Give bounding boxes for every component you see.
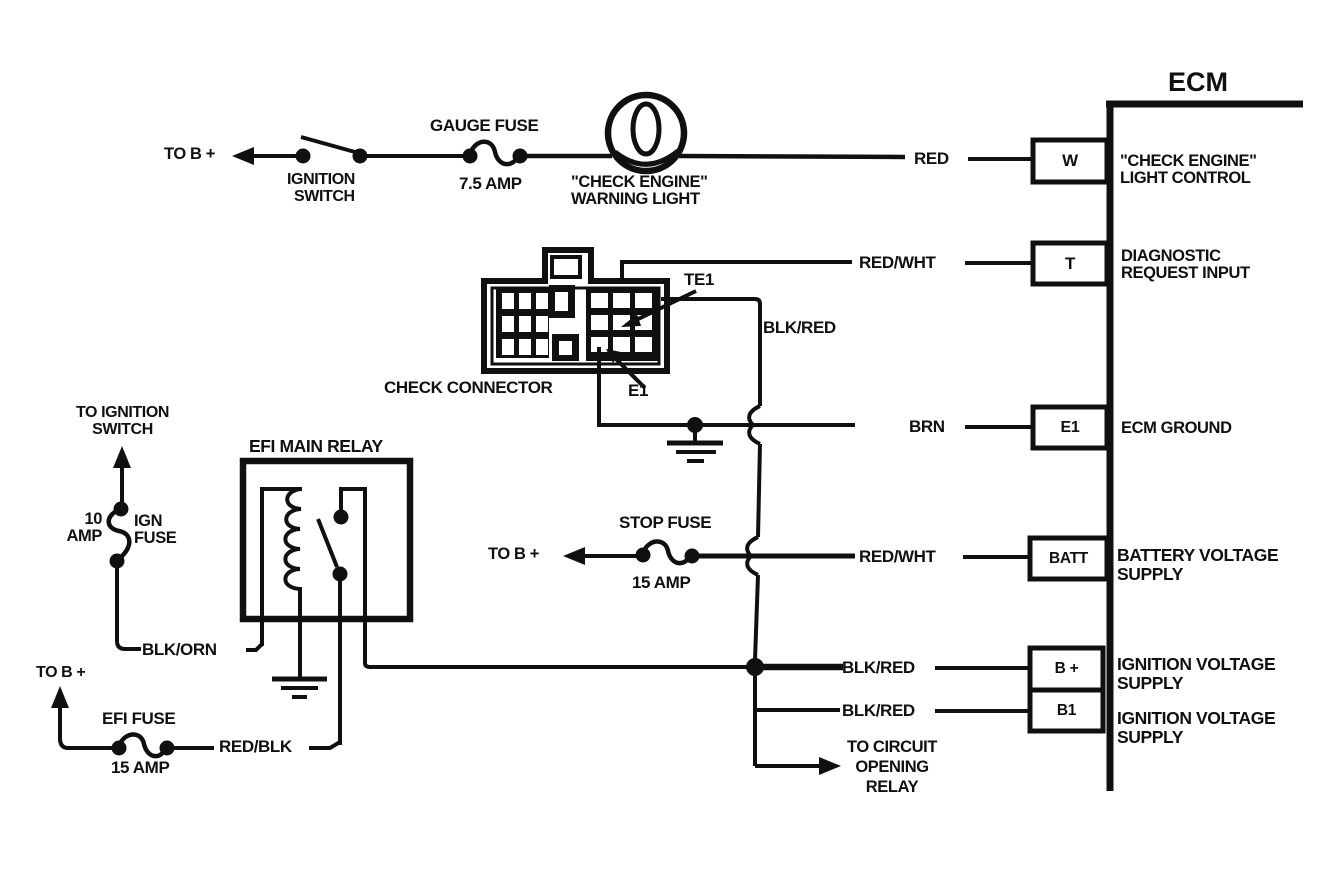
label-e1-pin: E1 <box>628 381 648 400</box>
ecm-title: ECM <box>1168 67 1228 97</box>
efi-relay-box <box>239 457 414 623</box>
pin-label-t: T <box>1064 253 1076 273</box>
ign-fuse-symbol <box>106 501 132 569</box>
ecm-boundary <box>1106 100 1303 791</box>
label-to-b-plus-top: TO B + <box>164 145 215 163</box>
wire-label-redblk: RED/BLK <box>219 737 292 756</box>
ignition-switch-symbol <box>295 135 368 164</box>
arrow-up-icon <box>51 686 69 708</box>
label-efi-fuse: EFI FUSE <box>102 709 176 728</box>
terminal-boxes <box>1027 137 1110 734</box>
label-efi-fuse-rating: 15 AMP <box>111 758 170 777</box>
arrow-left-icon <box>563 547 585 565</box>
arrow-left-icon <box>232 147 254 165</box>
wire-label-brn: BRN <box>909 417 945 436</box>
desc-w: "CHECK ENGINE" LIGHT CONTROL <box>1120 152 1257 188</box>
wire-stopfuse-batt <box>563 539 1030 566</box>
stop-fuse-symbol <box>635 539 700 566</box>
pin-label-batt: BATT <box>1049 549 1088 567</box>
label-warning-light: "CHECK ENGINE" WARNING LIGHT <box>571 173 708 209</box>
relay-coil-symbol <box>283 487 303 591</box>
arrow-right-icon <box>819 757 841 775</box>
pin-label-e1: E1 <box>1060 418 1080 436</box>
label-to-ignition-switch: TO IGNITION SWITCH <box>75 404 170 438</box>
warning-lamp-symbol <box>604 91 688 175</box>
label-to-circuit-opening-relay: TO CIRCUIT OPENING RELAY <box>846 738 938 796</box>
wire-blkred-riser <box>661 297 762 661</box>
pin-label-w: W <box>1062 151 1078 170</box>
terminal-box-t <box>1030 240 1110 287</box>
relay-pin-wires <box>260 580 748 745</box>
wire-label-red: RED <box>914 149 949 168</box>
desc-bplus: IGNITION VOLTAGE SUPPLY <box>1117 654 1276 693</box>
desc-b1: IGNITION VOLTAGE SUPPLY <box>1117 708 1276 747</box>
te1-pointer-icon <box>621 289 697 327</box>
label-gauge-fuse-rating: 7.5 AMP <box>459 174 522 193</box>
check-connector-symbol <box>481 247 697 390</box>
label-te1: TE1 <box>684 270 714 289</box>
label-to-b-plus-stop: TO B + <box>488 545 539 563</box>
label-ign-fuse-rating: 10 AMP <box>66 510 103 546</box>
ground-symbol-connector <box>667 425 723 463</box>
efi-fuse-symbol <box>111 732 175 759</box>
gauge-fuse-symbol <box>462 139 528 167</box>
wire-label-blkred-riser: BLK/RED <box>763 318 836 337</box>
pin-label-b1: B1 <box>1056 701 1077 719</box>
wire-bplus-b1 <box>746 658 1030 775</box>
wire-label-blkred-bplus: BLK/RED <box>842 658 915 677</box>
ground-symbol-relay <box>272 676 327 699</box>
terminal-box-batt <box>1027 535 1110 582</box>
desc-e1: ECM GROUND <box>1121 419 1232 437</box>
relay-switch-blade <box>316 518 339 568</box>
wire-label-blkred-b1: BLK/RED <box>842 701 915 720</box>
wire-label-redwht-t: RED/WHT <box>859 253 936 272</box>
wire-e1-brn <box>597 347 1033 463</box>
wire-ign-fuse <box>106 446 264 652</box>
label-gauge-fuse: GAUGE FUSE <box>430 116 539 135</box>
arrow-up-icon <box>113 446 131 468</box>
wire-label-redwht-batt: RED/WHT <box>859 547 936 566</box>
wire-efi-fuse <box>51 686 342 759</box>
terminal-box-w <box>1030 137 1110 185</box>
e1-pointer-icon <box>606 349 647 390</box>
label-to-b-plus-efi: TO B + <box>36 664 86 681</box>
label-ign-fuse-name: IGN FUSE <box>134 512 177 548</box>
label-check-connector: CHECK CONNECTOR <box>384 378 553 397</box>
wire-label-blkorn: BLK/ORN <box>142 640 217 659</box>
desc-t: DIAGNOSTIC REQUEST INPUT <box>1121 247 1250 283</box>
label-ignition-switch: IGNITION SWITCH <box>287 171 355 205</box>
wire-te1-to-t <box>620 260 1033 282</box>
terminal-box-b1 <box>1027 687 1106 734</box>
wire-ignition-to-w <box>232 91 1033 175</box>
label-stop-fuse: STOP FUSE <box>619 513 712 532</box>
terminal-box-e1 <box>1030 404 1110 451</box>
label-efi-main-relay: EFI MAIN RELAY <box>249 436 383 456</box>
desc-batt: BATTERY VOLTAGE SUPPLY <box>1117 545 1279 584</box>
label-stop-fuse-rating: 15 AMP <box>632 573 691 592</box>
pin-label-bplus: B + <box>1054 660 1079 677</box>
